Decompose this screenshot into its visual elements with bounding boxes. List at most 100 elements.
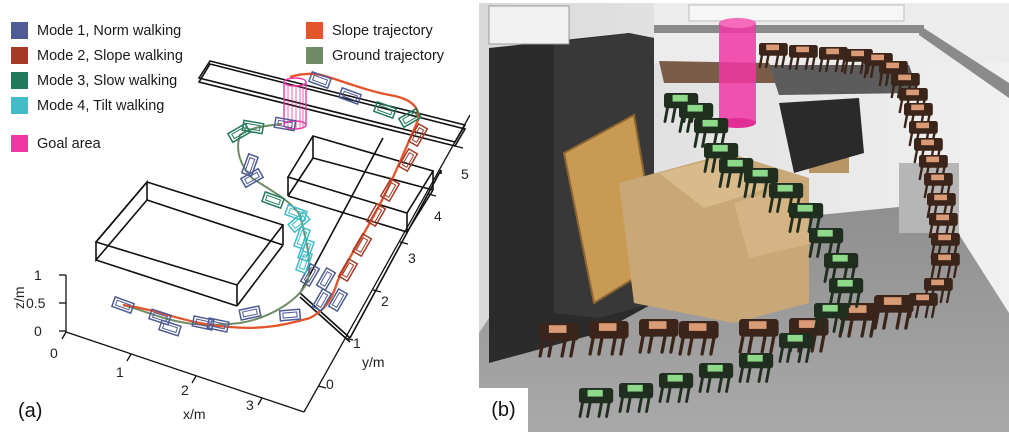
robot-footprint-inner [151,311,169,323]
x-axis-line [65,331,305,413]
y-tick-label: 1 [353,335,361,351]
robot-footprint-marker [238,305,262,321]
robot-snapshot [788,203,824,233]
legend-label: Ground trajectory [332,48,445,64]
legend-label: Mode 1, Norm walking [37,23,182,39]
robot-snapshot [578,388,614,418]
robot-footprint-inner [303,267,317,283]
robot-snapshot [658,373,694,403]
y-tick-label: 2 [381,293,389,309]
robot-footprint-marker [157,319,183,337]
obstacle-box-right [286,135,435,233]
lab-photo [479,3,1009,432]
x-tick-2 [191,375,197,384]
robot-snapshot [588,321,629,356]
robot-snapshot [930,253,960,279]
x-tick-label: 0 [50,345,58,361]
legend-swatch [11,47,28,64]
legend-swatch [11,72,28,89]
legend-label: Mode 3, Slow walking [37,73,178,89]
robot-footprint-marker [260,190,286,210]
robot-snapshot [678,321,719,356]
robot-snapshot [738,353,774,383]
panel-b-photo: (b) [479,3,1009,432]
robot-footprint-marker [365,202,387,228]
y-tick-label: 4 [434,208,442,224]
side-wall-rail [919,25,1009,98]
x-tick-0 [61,331,67,340]
robot-snapshot [813,303,849,333]
robot-footprint-marker [315,266,337,292]
robot-footprint-marker [241,119,265,135]
robot-footprint-marker [311,287,333,313]
robot-footprint-marker [397,107,423,129]
robot-footprint-inner [383,182,397,198]
legend-swatch [306,47,323,64]
wall-rail [654,25,924,33]
trajectory-plot-svg: 1 0.5 0 z/m 0 1 2 3 x/m 0 1 2 3 4 5 y/m [11,60,470,422]
robot-footprint-marker [226,122,252,144]
y-axis-label: y/m [362,354,385,370]
robot-footprint-marker [307,70,333,90]
x-tick-1 [126,353,132,362]
y-tick-label: 0 [326,376,334,392]
cardboard-flap [734,183,814,258]
robot-snapshot [926,193,956,219]
y-tick-4 [427,193,437,197]
robot-footprint-inner [341,90,359,102]
robot-footprint-inner [231,126,247,140]
robot-snapshot [873,295,914,330]
robot-footprint-inner [242,308,258,318]
robot-footprint-inner [402,111,418,125]
legend-label: Mode 2, Slope walking [37,48,183,64]
z-tick-label: 1 [34,267,42,283]
robot-footprint-inner [161,322,179,334]
robot-footprint-inner [369,207,383,223]
robot-footprint-inner [331,292,345,308]
legend-swatch [306,22,323,39]
z-tick-label: 0 [34,323,42,339]
robot-snapshot [618,383,654,413]
robot-snapshot [828,278,864,308]
robot-footprint-inner [195,318,211,328]
robot-footprint-marker [351,232,373,258]
z-tick-label: 0.5 [26,295,46,311]
robot-footprint-marker [147,308,173,326]
robot-footprint-marker [337,257,359,283]
robot-footprint-inner [341,262,355,278]
robot-footprint-marker [239,167,265,189]
panel-b-label: (b) [479,388,528,432]
panel-a-trajectory-plot: 1 0.5 0 z/m 0 1 2 3 x/m 0 1 2 3 4 5 y/m [0,0,470,432]
robot-footprint-marker [294,249,314,275]
robot-footprint-marker [407,122,429,148]
robot-footprint-inner [411,127,425,143]
robot-footprint-inner [114,299,132,311]
elevated-platform [197,60,467,147]
robot-footprint-inner [264,194,282,206]
cardboard-flap [659,158,769,208]
goal-area-cylinder [283,77,307,130]
robot-footprints [110,70,429,337]
legend-swatch [11,97,28,114]
slope-ramp [299,137,442,343]
x-tick-label: 1 [116,364,124,380]
robot-footprint-inner [376,104,394,116]
robot-footprint-inner [277,119,293,129]
black-bin [779,98,864,173]
robot-snapshot [698,363,734,393]
robot-footprint-inner [210,320,226,330]
robot-snapshot [778,333,814,363]
robot-footprint-inner [401,152,415,168]
robot-footprint-inner [311,74,329,86]
robot-footprint-inner [298,253,310,271]
legend-label: Goal area [37,136,101,152]
panel-a-label: (a) [18,400,43,422]
robot-footprint-inner [282,311,298,319]
robot-footprint-marker [110,295,136,315]
obstacle-box-left [94,179,285,307]
robot-footprint-inner [245,122,261,132]
robot-footprint-marker [372,100,398,120]
x-axis [61,331,305,413]
legend-label: Mode 4, Tilt walking [37,98,165,114]
x-tick-label: 3 [246,397,254,413]
